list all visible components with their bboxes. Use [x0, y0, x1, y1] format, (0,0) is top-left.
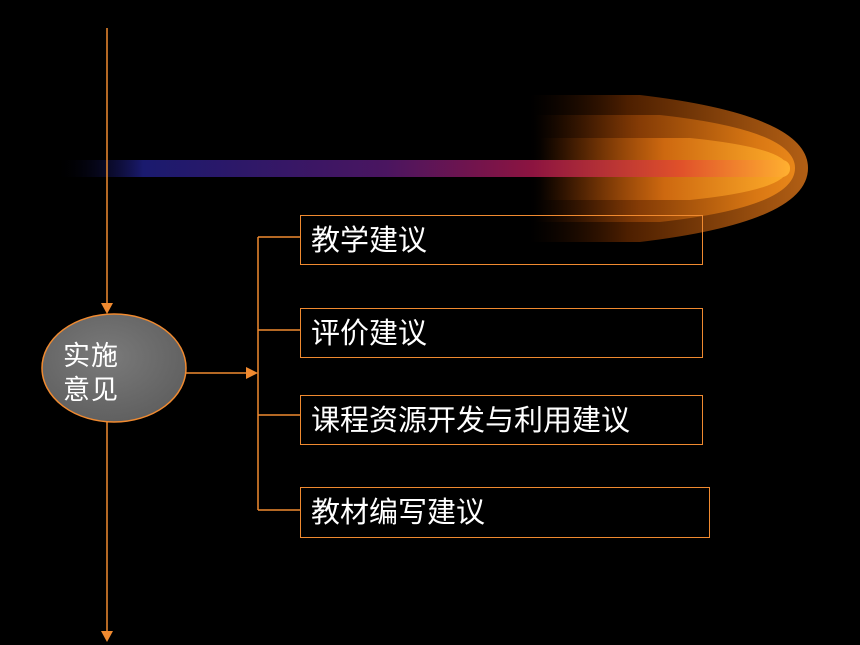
branch-resource-development-suggestions: 课程资源开发与利用建议: [300, 395, 703, 445]
hub-node: [41, 313, 187, 423]
hub-label-line-1: 实施: [63, 341, 119, 372]
comet-decoration: [55, 95, 808, 242]
vertical-axis: [101, 28, 113, 642]
branch-teaching-suggestions: 教学建议: [300, 215, 703, 265]
branch-textbook-writing-suggestions: 教材编写建议: [300, 487, 710, 538]
comet-tail: [55, 160, 790, 177]
branch-connector: [186, 236, 300, 511]
branch-evaluation-suggestions: 评价建议: [300, 308, 703, 358]
hub-label-line-2: 意见: [63, 375, 119, 406]
hub-label: 实施 意见: [44, 340, 138, 408]
